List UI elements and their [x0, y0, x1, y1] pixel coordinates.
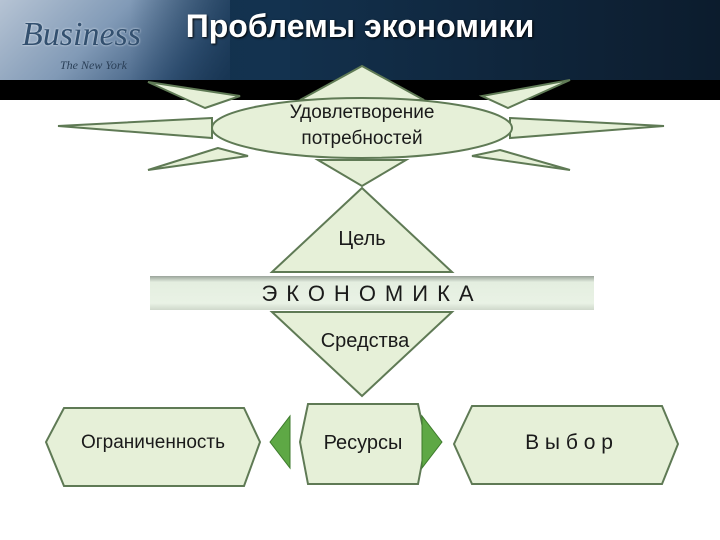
means-triangle [269, 311, 455, 398]
ray-bottom [314, 159, 410, 188]
choice-box [452, 405, 680, 485]
needs-ellipse [211, 97, 513, 159]
resources-box [298, 403, 428, 485]
means-label: Средства [320, 330, 410, 352]
arrow-right [421, 414, 443, 470]
ray-lower-left [147, 146, 249, 171]
ray-right [509, 116, 665, 140]
brand-logo-text: Business [22, 16, 141, 53]
economy-label: ЭКОНОМИКА [261, 281, 483, 306]
choice-label: В ы б о р [525, 431, 613, 454]
page-title: Проблемы экономики [185, 8, 535, 44]
needs-label: Удовлетворение потребностей [289, 102, 435, 149]
limitation-box [44, 407, 262, 487]
ray-upper-right [478, 79, 571, 110]
economy-bar [150, 276, 594, 310]
brand-subtitle: The New York [60, 58, 127, 72]
arrow-left [269, 414, 291, 470]
ray-top [299, 64, 425, 101]
ray-upper-left [147, 81, 241, 110]
limitation-label: Ограниченность [80, 432, 226, 453]
ray-lower-right [471, 148, 571, 171]
goal-label: Цель [338, 228, 386, 250]
ray-left [57, 116, 213, 140]
goal-triangle [269, 186, 455, 273]
resources-label: Ресурсы [323, 432, 403, 454]
